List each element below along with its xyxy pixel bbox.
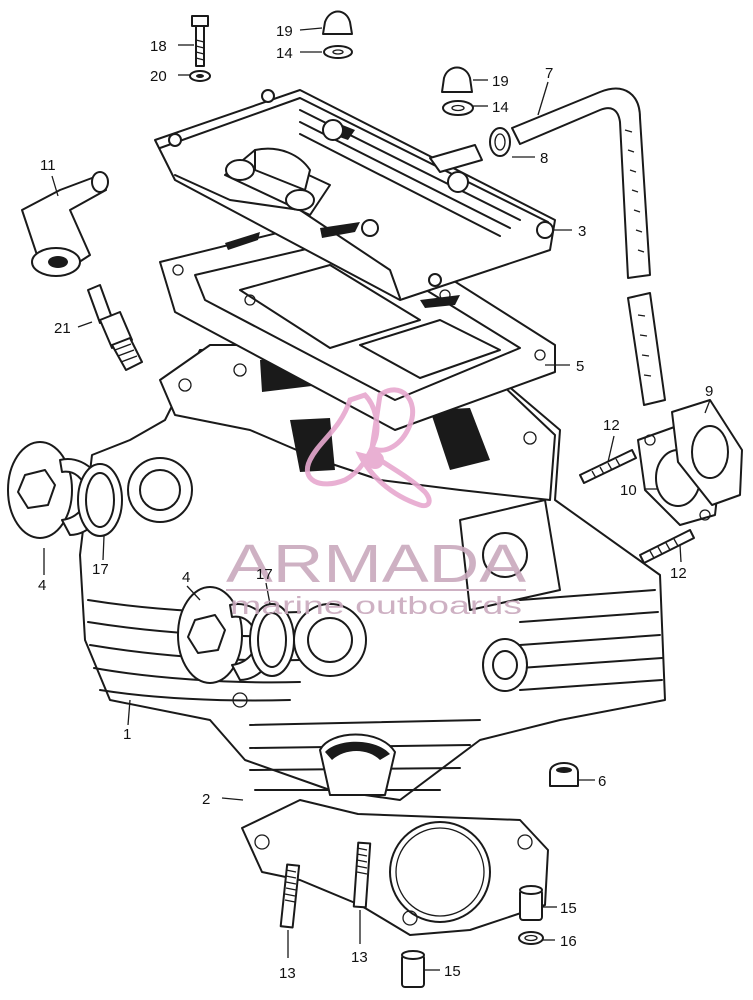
callout-6: 6: [598, 773, 606, 790]
callout-4-right: 4: [182, 569, 190, 586]
o-ring-left: [77, 463, 123, 537]
o-ring-16: [518, 931, 544, 945]
cap-nut-top: [322, 10, 353, 59]
callout-9: 9: [705, 383, 713, 400]
callout-3: 3: [578, 223, 586, 240]
callout-labels: 18 20 19 14 19 14 7 8 11 3 21 5 9 12 10 …: [38, 23, 713, 982]
stud-bolt-left: [279, 863, 301, 929]
callout-11: 11: [40, 157, 56, 174]
callout-19-top: 19: [276, 23, 293, 40]
spark-plug-cap: [21, 171, 109, 277]
watermark-logo: [305, 387, 432, 509]
callout-16: 16: [560, 933, 577, 950]
callout-5: 5: [576, 358, 584, 375]
dowel-pin-lower: [401, 950, 425, 988]
breather-tube: [511, 87, 666, 406]
callout-21: 21: [54, 320, 71, 337]
callout-17-right: 17: [256, 566, 273, 583]
watermark: ARMADA marine outboards: [226, 387, 526, 620]
callout-14-top: 14: [276, 45, 293, 62]
watermark-brand: ARMADA: [226, 534, 526, 594]
callout-14-right: 14: [492, 99, 509, 116]
callout-1: 1: [123, 726, 131, 743]
callout-18: 18: [150, 38, 167, 55]
stud-bolt-right: [352, 841, 372, 909]
o-ring-right: [249, 603, 295, 677]
callout-12-upper: 12: [603, 417, 620, 434]
callout-20: 20: [150, 68, 167, 85]
callout-15-upper: 15: [560, 900, 577, 917]
callout-19-right: 19: [492, 73, 509, 90]
callout-4-left: 4: [38, 577, 46, 594]
callout-12-lower: 12: [670, 565, 687, 582]
stud-12-upper: [579, 449, 637, 484]
callout-10: 10: [620, 482, 637, 499]
cylinder-head-cover: [154, 89, 556, 301]
stud-12-lower: [639, 529, 695, 564]
cap-6: [549, 762, 579, 787]
callout-2: 2: [202, 791, 210, 808]
callout-13-left: 13: [279, 965, 296, 982]
callout-15-lower: 15: [444, 963, 461, 980]
bolt-18: [189, 15, 211, 82]
watermark-tagline: marine outboards: [230, 592, 522, 620]
callout-7: 7: [545, 65, 553, 82]
callout-17-left: 17: [92, 561, 109, 578]
callout-13-right: 13: [351, 949, 368, 966]
spark-plug: [87, 284, 143, 371]
leader-lines: [43, 27, 711, 971]
tube-clip: [489, 127, 511, 157]
dowel-pin-upper: [519, 885, 543, 921]
callout-8: 8: [540, 150, 548, 167]
cap-nut-right: [441, 66, 474, 116]
